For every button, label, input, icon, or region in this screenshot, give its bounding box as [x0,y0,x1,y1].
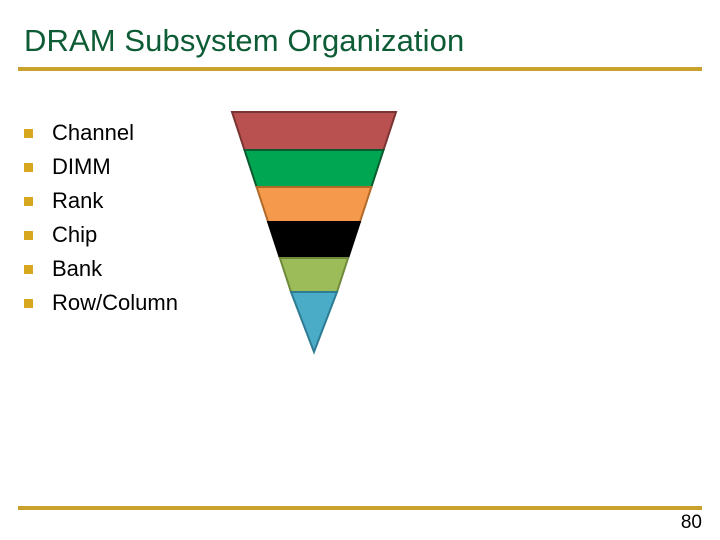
bullet-label: Rank [52,188,104,213]
square-bullet-icon [24,129,33,138]
bullet-label: Channel [52,120,134,145]
list-item: Channel [24,118,229,152]
list-item: Bank [24,254,229,288]
pyramid-band-bank [278,257,350,293]
pyramid-band-dimm [243,149,385,188]
page-title: DRAM Subsystem Organization [24,23,465,58]
square-bullet-icon [24,163,33,172]
pyramid-band-channel [230,111,398,151]
footer-divider-rule [18,506,702,510]
pyramid-band-chip [266,221,362,259]
bullet-label: DIMM [52,154,111,179]
list-item: Chip [24,220,229,254]
list-item: Row/Column [24,288,229,322]
inverted-pyramid-diagram [228,108,400,358]
square-bullet-icon [24,231,33,240]
list-item: Rank [24,186,229,220]
title-divider-rule [18,67,702,71]
bullet-label: Row/Column [52,290,178,315]
page-number: 80 [680,512,702,533]
list-item: DIMM [24,152,229,186]
square-bullet-icon [24,197,33,206]
bullet-label: Chip [52,222,98,247]
bullet-label: Bank [52,256,103,281]
square-bullet-icon [24,299,33,308]
pyramid-band-rowcolumn [289,291,339,355]
bullet-list: Channel DIMM Rank Chip Bank Row/Column [24,118,229,322]
square-bullet-icon [24,265,33,274]
pyramid-band-rank [255,186,373,223]
